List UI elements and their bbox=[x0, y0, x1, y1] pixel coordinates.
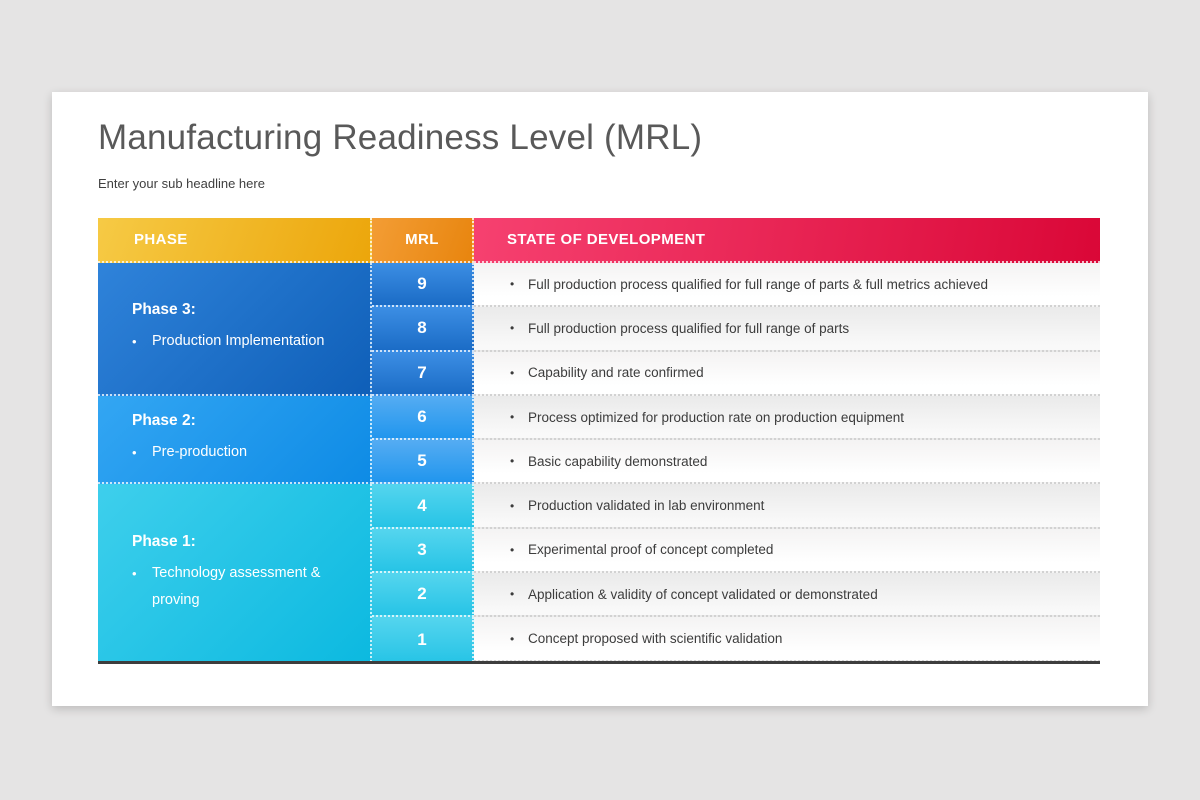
state-row: • Production validated in lab environmen… bbox=[474, 484, 1100, 529]
mrl-level-cell: 1 bbox=[372, 617, 474, 662]
state-row: • Full production process qualified for … bbox=[474, 263, 1100, 308]
state-row: • Full production process qualified for … bbox=[474, 307, 1100, 352]
slide-card: Manufacturing Readiness Level (MRL) Ente… bbox=[52, 92, 1148, 706]
bullet-icon: • bbox=[510, 321, 515, 336]
column-header-mrl: MRL bbox=[372, 218, 474, 263]
state-row: • Process optimized for production rate … bbox=[474, 395, 1100, 441]
bullet-icon: • bbox=[510, 410, 515, 425]
mrl-level-cell: 3 bbox=[372, 528, 474, 574]
mrl-level-cell: 2 bbox=[372, 573, 474, 618]
bullet-icon: • bbox=[510, 365, 515, 380]
phase-name: Phase 3: bbox=[132, 301, 196, 319]
mrl-level-cell: 5 bbox=[372, 440, 474, 485]
bullet-icon: • bbox=[510, 498, 515, 513]
state-text: Experimental proof of concept completed bbox=[528, 542, 774, 558]
state-row: • Application & validity of concept vali… bbox=[474, 573, 1100, 618]
state-row: • Experimental proof of concept complete… bbox=[474, 528, 1100, 574]
bullet-icon: • bbox=[510, 542, 515, 557]
state-row: • Capability and rate confirmed bbox=[474, 351, 1100, 396]
bullet-icon: • bbox=[510, 631, 515, 646]
bullet-icon: • bbox=[510, 277, 515, 292]
table-bottom-border bbox=[98, 661, 1100, 664]
state-row: • Basic capability demonstrated bbox=[474, 440, 1100, 485]
phase-block-2: Phase 2: • Pre-production bbox=[98, 395, 372, 485]
phase-description: Technology assessment & proving bbox=[152, 564, 321, 608]
state-text: Application & validity of concept valida… bbox=[528, 586, 878, 602]
state-text: Basic capability demonstrated bbox=[528, 453, 708, 469]
bullet-icon: • bbox=[132, 334, 137, 350]
phase-name: Phase 1: bbox=[132, 532, 196, 550]
state-text: Concept proposed with scientific validat… bbox=[528, 631, 783, 647]
phase-block-1: Phase 1: • Technology assessment & provi… bbox=[98, 484, 372, 662]
bullet-icon: • bbox=[132, 445, 137, 461]
column-header-state: STATE OF DEVELOPMENT bbox=[474, 218, 1100, 263]
page-subtitle: Enter your sub headline here bbox=[98, 176, 265, 191]
mrl-level-cell: 9 bbox=[372, 263, 474, 308]
state-text: Process optimized for production rate on… bbox=[528, 409, 904, 425]
state-text: Full production process qualified for fu… bbox=[528, 276, 988, 292]
bullet-icon: • bbox=[510, 587, 515, 602]
state-text: Production validated in lab environment bbox=[528, 498, 765, 514]
state-text: Capability and rate confirmed bbox=[528, 365, 704, 381]
bullet-icon: • bbox=[132, 565, 137, 581]
bullet-icon: • bbox=[510, 454, 515, 469]
mrl-table: PHASE MRL STATE OF DEVELOPMENT Phase 3: … bbox=[98, 218, 1100, 662]
phase-description: Production Implementation bbox=[152, 333, 325, 350]
phase-description: Pre-production bbox=[152, 444, 248, 461]
state-row: • Concept proposed with scientific valid… bbox=[474, 617, 1100, 662]
phase-block-3: Phase 3: • Production Implementation bbox=[98, 263, 372, 396]
mrl-level-cell: 8 bbox=[372, 307, 474, 352]
mrl-level-cell: 7 bbox=[372, 351, 474, 396]
page-title: Manufacturing Readiness Level (MRL) bbox=[98, 118, 703, 157]
column-header-phase: PHASE bbox=[98, 218, 372, 263]
state-text: Full production process qualified for fu… bbox=[528, 320, 850, 336]
phase-name: Phase 2: bbox=[132, 412, 196, 430]
mrl-level-cell: 4 bbox=[372, 484, 474, 529]
mrl-level-cell: 6 bbox=[372, 395, 474, 441]
